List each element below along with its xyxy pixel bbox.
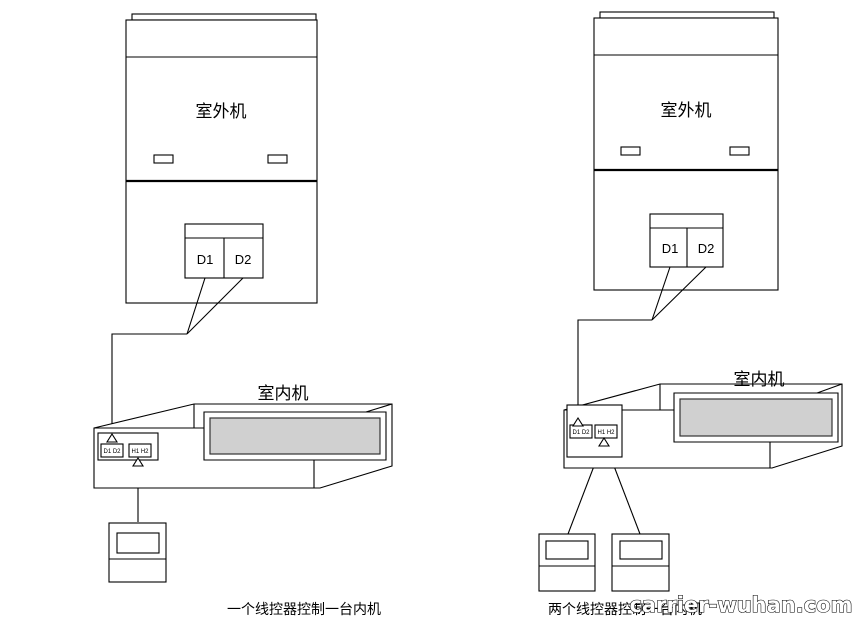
right-outdoor-unit: 室外机 D1 D2 (593, 11, 779, 291)
right-wired-controller-2 (611, 533, 670, 592)
right-outdoor-vent-left (620, 146, 641, 156)
left-terminal-d2: D2 (235, 252, 252, 267)
right-indoor-terminal-d: D1 D2 (572, 430, 590, 436)
left-indoor-unit: D1 D2 H1 H2 室内机 (93, 384, 393, 489)
left-indoor-terminal-h: H1 H2 (131, 449, 149, 455)
left-outdoor-unit: 室外机 D1 D2 (125, 13, 318, 304)
left-diagram: 室外机 D1 D2 D1 D2 (93, 13, 393, 618)
left-outdoor-label: 室外机 (196, 102, 247, 122)
left-outdoor-vent-left (153, 154, 174, 164)
right-terminal-d2: D2 (698, 241, 715, 256)
right-caption: 两个线控器控制一台内机 (548, 602, 702, 618)
right-terminal-d1: D1 (662, 241, 679, 256)
right-outdoor-label: 室外机 (661, 101, 712, 121)
left-indoor-terminal-d: D1 D2 (103, 449, 121, 455)
left-indoor-label: 室内机 (258, 384, 309, 404)
left-wired-controller (108, 522, 167, 583)
watermark: carrier-wuhan.com (629, 593, 852, 617)
left-wiring (111, 277, 244, 522)
right-diagram: 室外机 D1 D2 (538, 11, 843, 618)
right-indoor-label: 室内机 (734, 370, 785, 390)
left-terminal-d1: D1 (197, 252, 214, 267)
right-wired-controller-1 (538, 533, 596, 592)
left-outdoor-vent-right (267, 154, 288, 164)
left-caption: 一个线控器控制一台内机 (227, 602, 381, 618)
right-indoor-terminal-h: H1 H2 (597, 430, 615, 436)
right-outdoor-vent-right (729, 146, 750, 156)
right-indoor-unit: D1 D2 H1 H2 室内机 (563, 370, 843, 469)
